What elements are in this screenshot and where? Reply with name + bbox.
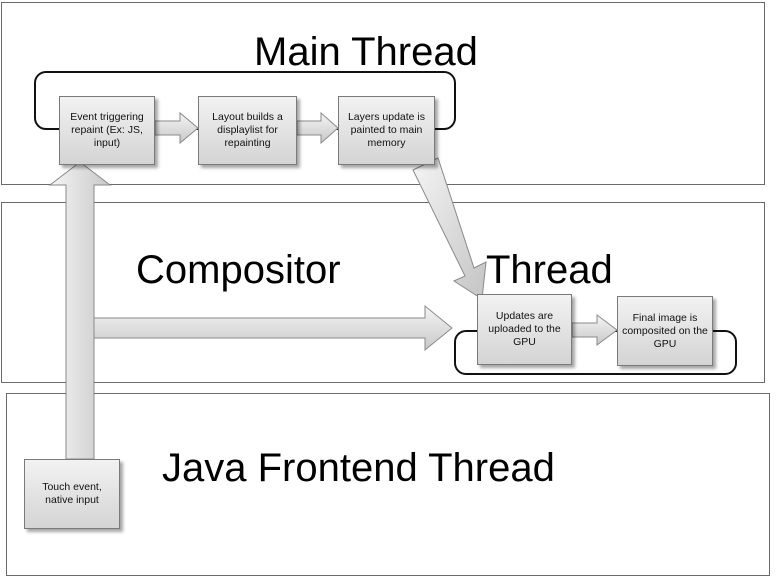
arrow-layout-to-layers xyxy=(296,111,339,145)
java-frontend-thread-lane xyxy=(6,393,770,576)
arrow-updates-to-final xyxy=(571,314,618,346)
compositor-title-left: Compositor xyxy=(136,248,341,292)
touch-event-native-input-box: Touch event, native input xyxy=(24,459,120,529)
arrow-touch-to-event xyxy=(48,161,112,460)
main-thread-title: Main Thread xyxy=(254,30,478,74)
arrow-touch-to-compositor xyxy=(93,304,453,352)
java-frontend-thread-title: Java Frontend Thread xyxy=(162,446,555,490)
updates-uploaded-gpu-box: Updates are uploaded to the GPU xyxy=(477,294,572,365)
event-triggering-repaint-box: Event triggering repaint (Ex: JS, input) xyxy=(59,96,155,165)
final-image-composited-box: Final image is composited on the GPU xyxy=(617,296,713,366)
arrow-layers-to-updates xyxy=(412,157,487,300)
compositor-title-right: Thread xyxy=(486,248,613,292)
layout-builds-displaylist-box: Layout builds a displaylist for repainti… xyxy=(198,96,297,165)
arrow-event-to-layout xyxy=(154,111,199,145)
layers-update-painted-box: Layers update is painted to main memory xyxy=(338,96,435,165)
